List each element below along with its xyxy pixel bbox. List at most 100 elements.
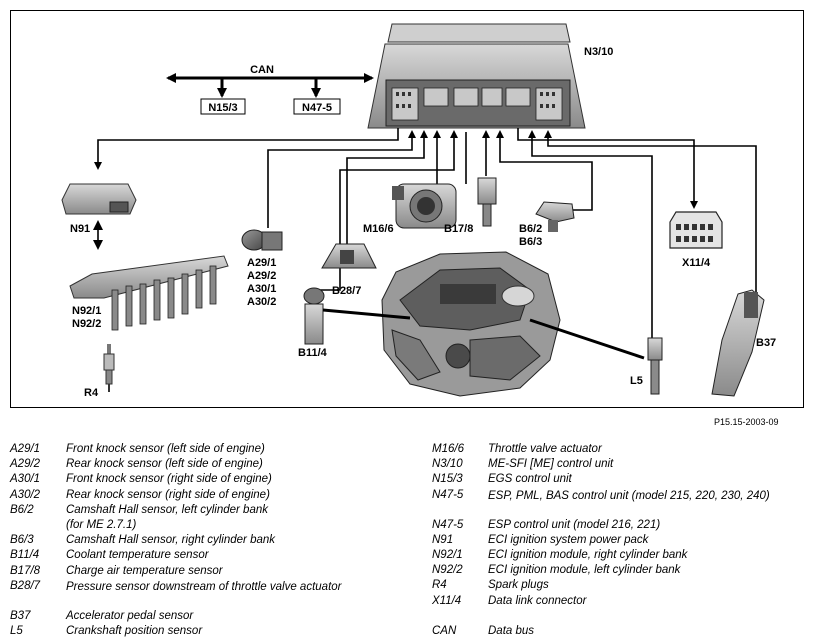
data-link-connector-x11-4 [669, 211, 723, 249]
pressure-sensor-label: B28/7 [332, 285, 361, 297]
legend-description: Spark plugs [488, 579, 549, 592]
legend-description: Camshaft Hall sensor, left cylinder bank [66, 503, 268, 516]
legend-code: B6/2 [10, 503, 34, 516]
legend-code: B28/7 [10, 579, 41, 592]
power-pack-n91 [61, 183, 137, 215]
legend-code: B37 [10, 609, 31, 622]
legend-row: N15/3 EGS control unit [432, 472, 802, 487]
legend-code: N92/1 [432, 548, 463, 561]
legend-row: R4 Spark plugs [432, 578, 802, 593]
knock-sensor-2-label: A29/2 [247, 270, 276, 282]
legend-row: A29/2 Rear knock sensor (left side of eng… [10, 457, 410, 472]
legend-description: Camshaft Hall sensor, right cylinder ban… [66, 534, 276, 547]
legend-description: EGS control unit [488, 473, 572, 486]
crankshaft-sensor-leader [529, 318, 645, 360]
legend-code: L5 [10, 624, 23, 637]
legend-description: Pressure sensor downstream of throttle v… [66, 580, 342, 593]
crankshaft-sensor-label: L5 [630, 375, 643, 387]
legend-row: N92/1 ECI ignition module, right cylinder… [432, 548, 802, 563]
legend-description: Front knock sensor (left side of engine) [66, 443, 265, 455]
legend-code: N3/10 [432, 458, 463, 471]
legend-row: B28/7 Pressure sensor downstream of throt… [10, 579, 410, 609]
legend-code: A29/2 [10, 458, 41, 471]
legend-row: A29/1 Front knock sensor (left side of en… [10, 442, 410, 457]
legend-row: B37 Accelerator pedal sensor [10, 609, 410, 624]
accelerator-pedal-label: B37 [756, 337, 776, 349]
figure-reference: P15.15-2003-09 [714, 417, 779, 427]
legend-code: N92/2 [432, 564, 463, 577]
spark-plug-r4 [103, 344, 115, 392]
throttle-actuator-m16-6 [392, 183, 457, 229]
ignition-module-2-label: N92/2 [72, 318, 101, 330]
legend-code: N15/3 [432, 473, 463, 486]
legend-code: N47-5 [432, 488, 464, 501]
data-link-connector-label: X11/4 [682, 257, 711, 269]
legend-row: (for ME 2.7.1) [10, 518, 410, 533]
legend-row [432, 609, 802, 624]
legend-code: A30/2 [10, 488, 41, 501]
knock-sensor [241, 229, 283, 251]
coolant-sensor-leader [322, 308, 411, 320]
legend-left: A29/1 Front knock sensor (left side of en… [10, 442, 410, 639]
legend-row: N47-5 ESP control unit (model 216, 221) [432, 518, 802, 533]
camshaft-sensor-2-label: B6/3 [519, 236, 542, 248]
legend-description: ESP, PML, BAS control unit (model 215, 2… [488, 489, 770, 502]
legend-row: A30/2 Rear knock sensor (right side of en… [10, 488, 410, 503]
legend-description: Charge air temperature sensor [66, 564, 223, 577]
crankshaft-sensor-l5 [647, 337, 663, 395]
legend-row: M16/6 Throttle valve actuator [432, 442, 802, 457]
legend-description: Throttle valve actuator [488, 443, 602, 455]
legend-description: Data bus [488, 624, 535, 637]
legend-description: Rear knock sensor (right side of engine) [66, 488, 270, 501]
legend-row: N47-5 ESP, PML, BAS control unit (model 2… [432, 488, 802, 518]
throttle-actuator-label: M16/6 [363, 223, 394, 235]
charge-air-sensor-b17-8 [477, 177, 497, 227]
system-diagram: CAN N15/3 N47-5 N3/10 [10, 10, 804, 408]
egs-unit-box: N15/3 [200, 98, 246, 115]
esp-unit-box: N47-5 [293, 98, 341, 115]
legend-code: X11/4 [432, 594, 462, 607]
legend-row: N92/2 ECI ignition module, left cylinder … [432, 563, 802, 578]
accelerator-pedal-b37 [711, 289, 765, 397]
ignition-module-1-label: N92/1 [72, 305, 101, 317]
legend-description: Accelerator pedal sensor [66, 609, 194, 622]
legend-code: A30/1 [10, 473, 41, 486]
legend-description: Data link connector [488, 594, 587, 607]
charge-air-sensor-label: B17/8 [444, 223, 473, 235]
control-unit-n3-10 [367, 23, 586, 129]
legend-row: B6/3 Camshaft Hall sensor, right cylinder… [10, 533, 410, 548]
signal-lines [93, 128, 757, 340]
legend-code: M16/6 [432, 443, 464, 455]
camshaft-sensor-1-label: B6/2 [519, 223, 542, 235]
pressure-sensor-b28-7 [321, 243, 377, 269]
knock-sensor-4-label: A30/2 [247, 296, 276, 308]
legend-description: Rear knock sensor (left side of engine) [66, 458, 263, 471]
legend-description: (for ME 2.7.1) [66, 518, 137, 531]
legend-code: N47-5 [432, 518, 464, 531]
legend-description: ECI ignition module, left cylinder bank [488, 564, 681, 577]
diagram-frame [10, 10, 804, 408]
legend-row: L5 Crankshaft position sensor [10, 624, 410, 639]
legend-description: ECI ignition module, right cylinder bank [488, 548, 688, 561]
knock-sensor-1-label: A29/1 [247, 257, 276, 269]
legend-code: B17/8 [10, 564, 41, 577]
legend-code: B11/4 [10, 549, 40, 562]
legend-description: Crankshaft position sensor [66, 624, 203, 637]
legend-row: B17/8 Charge air temperature sensor [10, 564, 410, 579]
legend-description: ESP control unit (model 216, 221) [488, 518, 661, 531]
legend-code: N91 [432, 533, 454, 546]
can-bus: CAN [166, 64, 374, 98]
legend-description: Coolant temperature sensor [66, 549, 209, 562]
legend-code: CAN [432, 624, 457, 637]
ignition-modules [69, 255, 229, 331]
control-unit-label: N3/10 [584, 46, 613, 58]
coolant-sensor-label: B11/4 [298, 347, 328, 359]
power-pack-label: N91 [70, 223, 90, 235]
legend-code: R4 [432, 579, 447, 592]
legend-code: B6/3 [10, 534, 34, 547]
spark-plug-label: R4 [84, 387, 99, 399]
legend-code: A29/1 [10, 443, 41, 455]
